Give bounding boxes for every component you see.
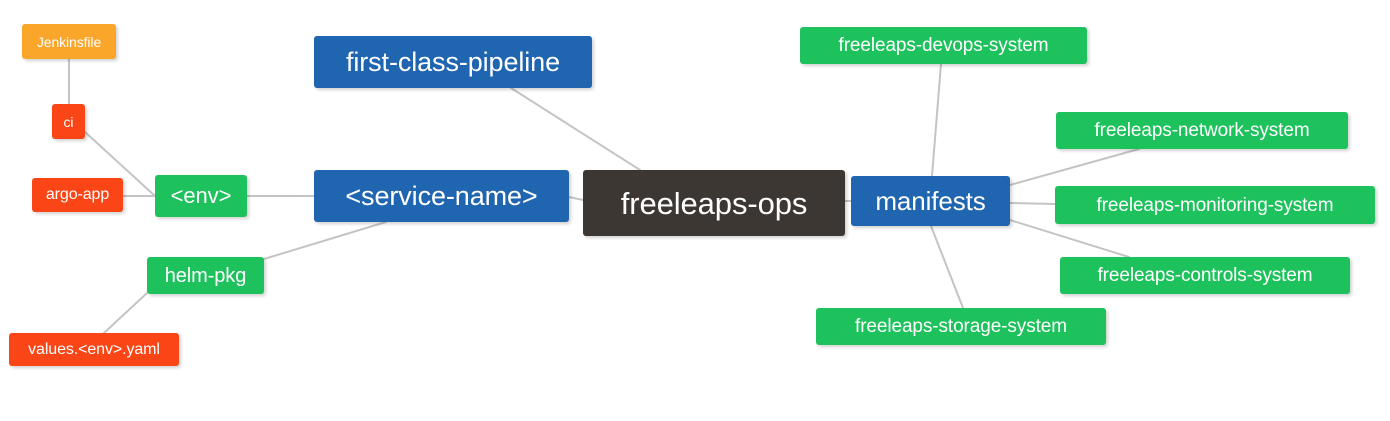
node-label-freeleaps-devops-system: freeleaps-devops-system (838, 35, 1049, 56)
node-manifests[interactable]: manifests (851, 176, 1010, 226)
node-ci[interactable]: ci (52, 104, 85, 139)
node-service-name[interactable]: <service-name> (314, 170, 569, 222)
node-freeleaps-controls-system[interactable]: freeleaps-controls-system (1060, 257, 1350, 294)
node-first-class-pipeline[interactable]: first-class-pipeline (314, 36, 592, 88)
edge-manifests-to-freeleaps-monitoring-system (1009, 202, 1056, 205)
node-label-ci: ci (63, 113, 74, 130)
node-label-freeleaps-monitoring-system: freeleaps-monitoring-system (1096, 194, 1334, 216)
edge-values-env-yaml-to-helm-pkg (103, 292, 148, 334)
edge-helm-pkg-to-service-name (263, 221, 387, 260)
node-label-env: <env> (170, 183, 232, 208)
node-label-freeleaps-network-system: freeleaps-network-system (1094, 120, 1310, 141)
node-freeleaps-network-system[interactable]: freeleaps-network-system (1056, 112, 1348, 149)
node-label-helm-pkg: helm-pkg (164, 264, 247, 287)
node-label-freeleaps-controls-system: freeleaps-controls-system (1097, 265, 1313, 286)
node-freeleaps-devops-system[interactable]: freeleaps-devops-system (800, 27, 1087, 64)
node-jenkinsfile[interactable]: Jenkinsfile (22, 24, 116, 59)
node-label-manifests: manifests (875, 186, 986, 216)
node-values-env-yaml[interactable]: values.<env>.yaml (9, 333, 179, 366)
node-label-first-class-pipeline: first-class-pipeline (345, 46, 561, 77)
edge-first-class-pipeline-to-freeleaps-ops (510, 87, 641, 171)
node-env[interactable]: <env> (155, 175, 247, 217)
node-helm-pkg[interactable]: helm-pkg (147, 257, 264, 294)
node-label-freeleaps-storage-system: freeleaps-storage-system (855, 316, 1067, 337)
node-freeleaps-monitoring-system[interactable]: freeleaps-monitoring-system (1055, 186, 1375, 224)
node-argo-app[interactable]: argo-app (32, 178, 123, 212)
node-freeleaps-ops[interactable]: freeleaps-ops (583, 170, 845, 236)
edge-manifests-to-freeleaps-network-system (1009, 148, 1140, 186)
edge-manifests-to-freeleaps-storage-system (930, 225, 964, 309)
node-label-jenkinsfile: Jenkinsfile (36, 33, 102, 50)
node-label-values-env-yaml: values.<env>.yaml (28, 340, 160, 358)
node-label-freeleaps-ops: freeleaps-ops (620, 185, 808, 221)
node-freeleaps-storage-system[interactable]: freeleaps-storage-system (816, 308, 1106, 345)
edge-manifests-to-freeleaps-controls-system (1009, 219, 1130, 258)
edge-service-name-to-freeleaps-ops (568, 196, 584, 201)
edge-manifests-to-freeleaps-devops-system (931, 63, 942, 177)
node-label-argo-app: argo-app (45, 186, 110, 203)
node-label-service-name: <service-name> (345, 180, 538, 211)
